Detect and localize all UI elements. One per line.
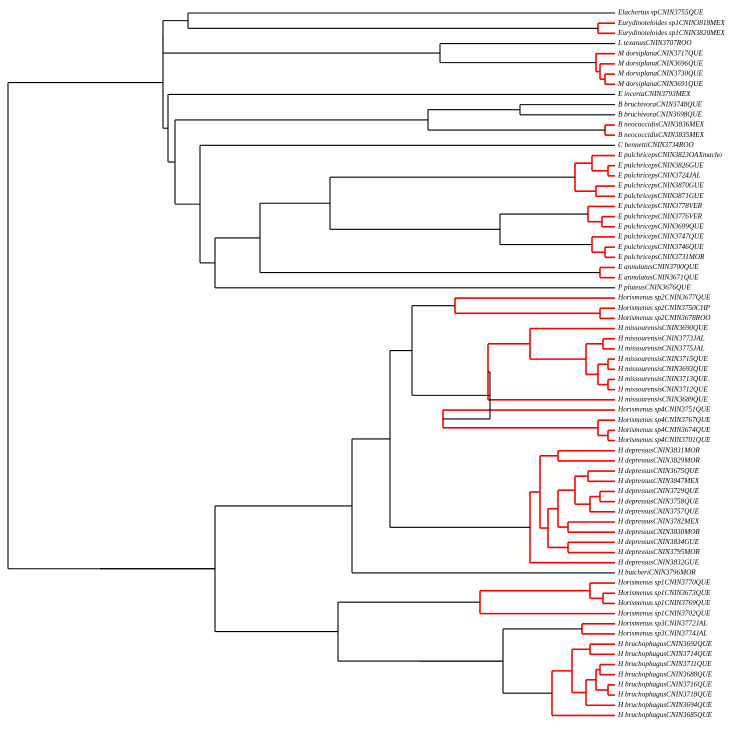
tip-label: Horismenus sp4CNIN3751QUE bbox=[617, 406, 711, 414]
tip-label: H bruchophagusCNIN3716QUE bbox=[617, 681, 713, 689]
tip-label: Horismenus sp4CNIN3674QUE bbox=[617, 426, 711, 434]
tip-label: H bruchophagusCNIN3685QUE bbox=[617, 711, 713, 719]
tip-label: M dorsiplanaCNIN3717QUE bbox=[617, 49, 703, 57]
tip-label: E pulchricepsCNIN3826GUE bbox=[617, 161, 704, 169]
tip-label: H bruchophagusCNIN3718QUE bbox=[617, 691, 713, 699]
tip-label: H missourensisCNIN3712QUE bbox=[617, 385, 708, 393]
tip-label: Horismenus sp2CNIN3750CHP bbox=[617, 304, 711, 312]
tip-label: H depressusCNIN3831MOR bbox=[617, 446, 700, 454]
tip-label: Horismenus sp3CNIN3772JAL bbox=[617, 619, 707, 627]
tip-label: H missourensisCNIN3715QUE bbox=[617, 355, 708, 363]
tip-label: P pluteusCNIN3676QUE bbox=[617, 284, 691, 292]
tip-label: H depressusCNIN3829MOR bbox=[617, 457, 700, 465]
tip-label: M dorsiplanaCNIN3730QUE bbox=[617, 70, 703, 78]
tip-label: H missourensisCNIN3773JAL bbox=[617, 334, 705, 342]
tip-label: H bruchophagusCNIN3714QUE bbox=[617, 650, 713, 658]
tip-label: Horismenus sp1CNIN3673QUE bbox=[617, 589, 711, 597]
tip-label: H depressusCNIN3758QUE bbox=[617, 497, 700, 505]
tip-label: H bruchophagusCNIN3688QUE bbox=[617, 670, 713, 678]
tip-label: H missourensisCNIN3690QUE bbox=[617, 324, 708, 332]
tip-label: H depressusCNIN3830MOR bbox=[617, 528, 700, 536]
tree-branches bbox=[7, 12, 615, 717]
tip-label: H depressusCNIN3834GUE bbox=[617, 538, 700, 546]
tip-label: E annulatusCNIN3700QUE bbox=[617, 263, 699, 271]
tip-label: Horismenus sp1CNIN3769QUE bbox=[617, 599, 711, 607]
tip-label: B bruchivoraCNIN3748QUE bbox=[618, 100, 703, 108]
tip-label: E pulchricepsCNIN3747QUE bbox=[617, 233, 704, 241]
tip-label: E annulatusCNIN3671QUE bbox=[617, 273, 699, 281]
tip-label: C bennettiCNIN3734ROO bbox=[618, 141, 694, 149]
tip-label: E pulchricepsCNIN3776VER bbox=[617, 212, 703, 220]
tip-label: Horismenus sp2CNIN3678ROO bbox=[617, 314, 711, 322]
tip-label: M dorsiplanaCNIN3696QUE bbox=[617, 60, 703, 68]
tip-label: E pulchricepsCNIN3699QUE bbox=[617, 222, 704, 230]
tip-label: E pulchricepsCNIN3778VER bbox=[617, 202, 703, 210]
tip-label: Elachertus spCNIN3755QUE bbox=[617, 9, 704, 17]
tip-label: E pulchricepsCNIN3731MOR bbox=[617, 253, 705, 261]
tip-label: B bruchivoraCNIN3698QUE bbox=[618, 110, 703, 118]
tip-label: H depressusCNIN3847MEX bbox=[617, 477, 700, 485]
tip-label: Horismenus sp4CNIN3701QUE bbox=[617, 436, 711, 444]
tip-label: H depressusCNIN3675QUE bbox=[617, 467, 700, 475]
tip-label: H bruchophagusCNIN3692QUE bbox=[617, 640, 713, 648]
tip-label: L texanusCNIN3707ROO bbox=[617, 39, 692, 47]
tip-label: H depressusCNIN3757QUE bbox=[617, 507, 700, 515]
tip-label: Horismenus sp4CNIN3767QUE bbox=[617, 416, 711, 424]
tip-label: Horismenus sp3CNIN3774JAL bbox=[617, 630, 707, 638]
tip-label: H missourensisCNIN3689QUE bbox=[617, 395, 708, 403]
tip-label: E pulchricepsCNIN3746QUE bbox=[617, 243, 704, 251]
tip-label: M dorsiplanaCNIN3691QUE bbox=[617, 80, 703, 88]
tip-label: H depressusCNIN3832GUE bbox=[617, 558, 700, 566]
tip-label: H missourensisCNIN3693QUE bbox=[617, 365, 708, 373]
tip-label: Eurydinoteloides sp1CNIN3820MEX bbox=[617, 29, 725, 37]
tip-label: H depressusCNIN3782MEX bbox=[617, 518, 700, 526]
tip-label: E pulchricepsCNIN3823OAXmacho bbox=[617, 151, 722, 159]
tip-label: E pulchricepsCNIN3870GUE bbox=[617, 182, 704, 190]
tip-label: H bruchophagusCNIN3694QUE bbox=[617, 701, 713, 709]
tip-label: E pulchricepsCNIN3724JAL bbox=[617, 172, 700, 180]
tip-label: Horismenus sp1CNIN3702QUE bbox=[617, 609, 711, 617]
tip-label: H missourensisCNIN3713QUE bbox=[617, 375, 708, 383]
tip-label: Horismenus sp2CNIN3677QUE bbox=[617, 294, 711, 302]
tip-label: H depressusCNIN3729QUE bbox=[617, 487, 700, 495]
tip-label: B neococcidisCNIN3836MEX bbox=[618, 121, 705, 129]
tip-label: H missourensisCNIN3775JAL bbox=[617, 345, 705, 353]
tip-label: E incertaCNIN3793MEX bbox=[617, 90, 691, 98]
tip-label: B neococcidisCNIN3835MEX bbox=[618, 131, 705, 139]
tip-label: H depressusCNIN3795MOR bbox=[617, 548, 700, 556]
tip-label: E pulchricepsCNIN3871GUE bbox=[617, 192, 704, 200]
tip-label: H butcheriCNIN3796MOR bbox=[617, 569, 696, 577]
tip-label: Eurydinoteloides sp1CNIN3818MEX bbox=[617, 19, 725, 27]
tip-label: Horismenus sp1CNIN3770QUE bbox=[617, 579, 711, 587]
tip-labels: Elachertus spCNIN3755QUE Eurydinoteloides… bbox=[617, 9, 725, 719]
tip-label: H bruchophagusCNIN3711QUE bbox=[617, 660, 712, 668]
